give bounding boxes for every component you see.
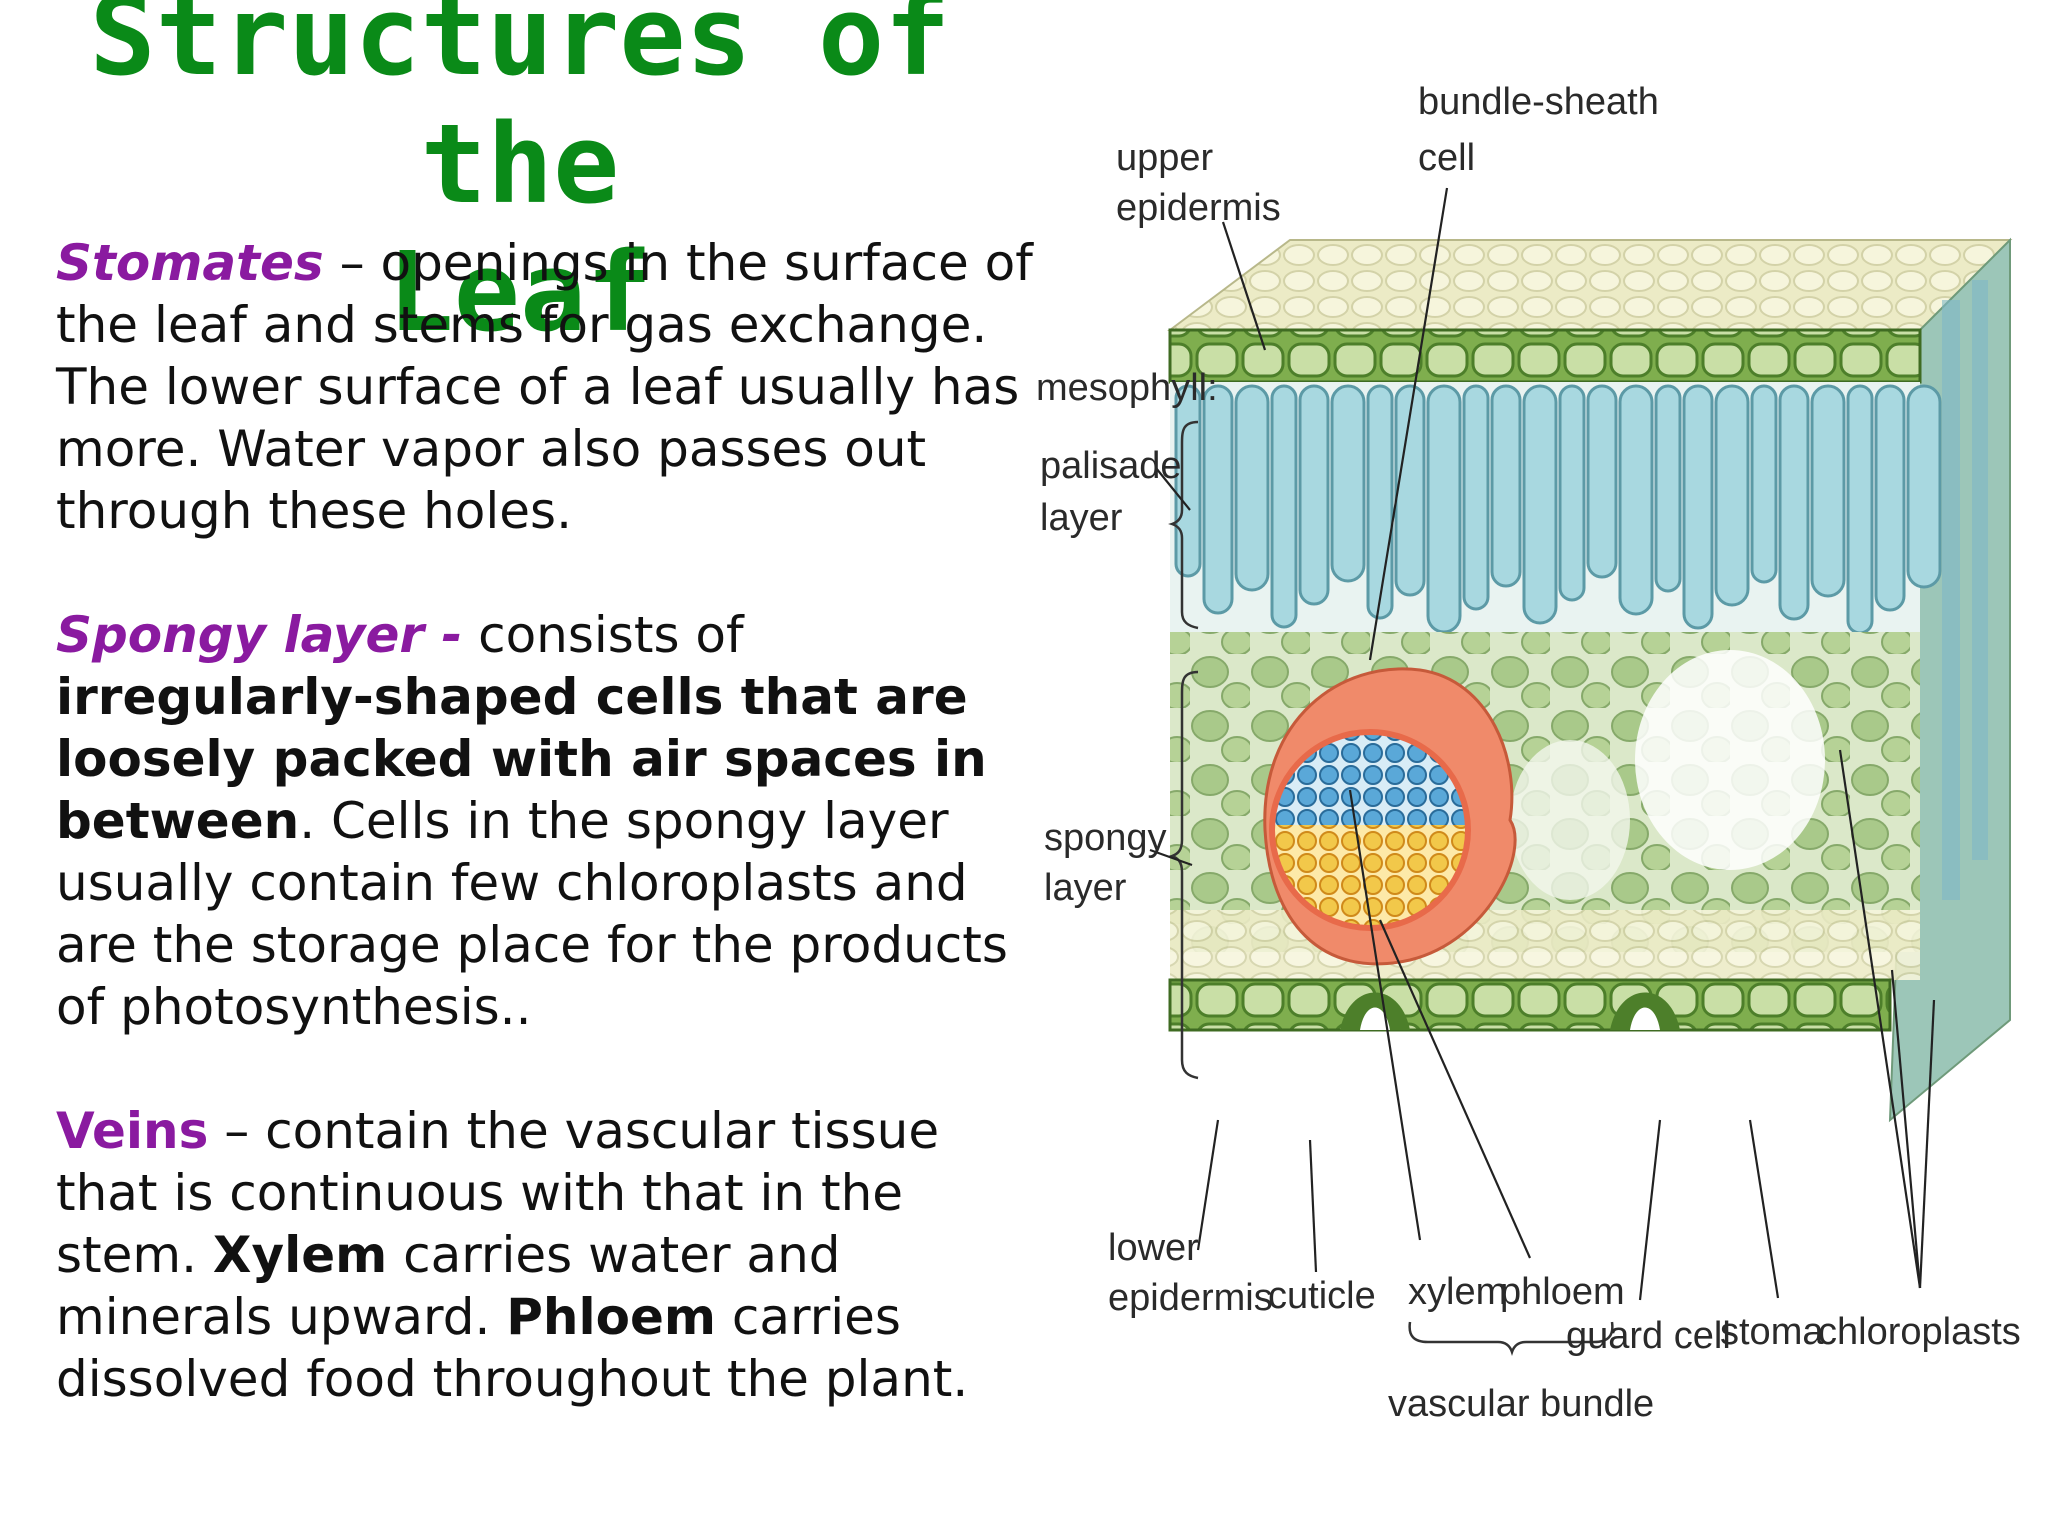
spongy-text-2: . Cells in the spongy layer usually cont… bbox=[56, 792, 1008, 1036]
label-palisade-1: palisade bbox=[1040, 445, 1182, 487]
phloem-term: Phloem bbox=[506, 1288, 716, 1346]
leader-lines bbox=[1149, 187, 1936, 1301]
palisade-cell bbox=[1426, 384, 1462, 634]
palisade-cell bbox=[1234, 384, 1270, 592]
palisade-cell bbox=[1270, 384, 1298, 629]
palisade-cell bbox=[1586, 384, 1618, 579]
palisade-cell bbox=[1618, 384, 1654, 616]
palisade-cell bbox=[1490, 384, 1522, 588]
label-bundle-sheath-1: bundle-sheath bbox=[1418, 81, 1659, 123]
palisade-cell bbox=[1298, 384, 1330, 606]
spongy-bold: irregularly-shaped cells that are loosel… bbox=[56, 668, 987, 850]
title-line-1: Structures of the bbox=[89, 0, 951, 228]
veins-term: Veins bbox=[56, 1102, 209, 1160]
label-spongy-1: spongy bbox=[1044, 817, 1167, 859]
page-title: Structures of the Leaf bbox=[40, 0, 1000, 356]
palisade-cell bbox=[1750, 384, 1778, 584]
spongy-paragraph: Spongy layer - consists of irregularly-s… bbox=[56, 604, 1056, 1038]
veins-text-2: carries water and minerals upward. bbox=[56, 1226, 841, 1346]
palisade-layer bbox=[1170, 382, 1942, 635]
palisade-cell bbox=[1778, 384, 1810, 621]
label-cuticle: cuticle bbox=[1268, 1275, 1376, 1317]
vascular-bundle-bracket bbox=[1408, 1321, 1614, 1356]
label-lower-epidermis-1: lower bbox=[1108, 1227, 1199, 1269]
vascular-bundle bbox=[1263, 667, 1517, 966]
spongy-text-1: consists of bbox=[462, 606, 744, 664]
palisade-cell bbox=[1462, 384, 1490, 611]
palisade-cell bbox=[1682, 384, 1714, 630]
label-guard-cell: guard cell bbox=[1566, 1315, 1731, 1357]
label-lower-epidermis-2: epidermis bbox=[1108, 1277, 1273, 1319]
palisade-cell bbox=[1654, 384, 1682, 593]
body-text: Stomates – openings in the surface of th… bbox=[56, 232, 1056, 1472]
stomates-text: – openings in the surface of the leaf an… bbox=[56, 234, 1033, 540]
label-palisade-2: layer bbox=[1040, 497, 1123, 539]
title-line-2: Leaf bbox=[387, 228, 653, 356]
upper-epidermis-layer bbox=[1168, 328, 1922, 384]
leaf-cross-section-diagram: bundle-sheath cell upper epidermis mesop… bbox=[1036, 81, 2021, 1425]
veins-text-3: carries dissolved food throughout the pl… bbox=[56, 1288, 969, 1408]
palisade-cell bbox=[1714, 384, 1750, 607]
stomates-paragraph: Stomates – openings in the surface of th… bbox=[56, 232, 1056, 542]
spongy-term: Spongy layer - bbox=[56, 606, 463, 664]
lower-epidermis-layer bbox=[1168, 978, 1892, 1032]
label-phloem: phloem bbox=[1500, 1271, 1625, 1313]
palisade-bracket bbox=[1168, 420, 1199, 630]
palisade-cell bbox=[1810, 384, 1846, 598]
palisade-cell bbox=[1522, 384, 1558, 625]
label-xylem: xylem bbox=[1408, 1271, 1507, 1313]
veins-paragraph: Veins – contain the vascular tissue that… bbox=[56, 1100, 1056, 1410]
xylem-term: Xylem bbox=[212, 1226, 388, 1284]
label-spongy-2: layer bbox=[1044, 867, 1127, 909]
veins-text-1: – contain the vascular tissue that is co… bbox=[56, 1102, 940, 1284]
palisade-cell bbox=[1394, 384, 1426, 597]
palisade-cell bbox=[1846, 384, 1874, 635]
palisade-cell bbox=[1874, 384, 1906, 612]
palisade-cell bbox=[1906, 384, 1942, 589]
label-bundle-sheath-2: cell bbox=[1418, 137, 1475, 179]
label-stoma: stoma bbox=[1720, 1311, 1824, 1353]
spongy-bracket bbox=[1168, 670, 1199, 1080]
label-vascular-bundle: vascular bundle bbox=[1388, 1383, 1654, 1425]
palisade-cell bbox=[1366, 384, 1394, 620]
leaf-top-surface bbox=[1167, 239, 2013, 331]
label-upper-epidermis-1: upper bbox=[1116, 137, 1214, 179]
palisade-cell bbox=[1202, 384, 1234, 615]
palisade-cell bbox=[1558, 384, 1586, 602]
label-upper-epidermis-2: epidermis bbox=[1116, 187, 1281, 229]
label-chloroplasts: chloroplasts bbox=[1818, 1311, 2021, 1353]
stomates-term: Stomates bbox=[56, 234, 324, 292]
palisade-cell bbox=[1330, 384, 1366, 583]
label-mesophyll: mesophyll: bbox=[1036, 367, 1218, 409]
